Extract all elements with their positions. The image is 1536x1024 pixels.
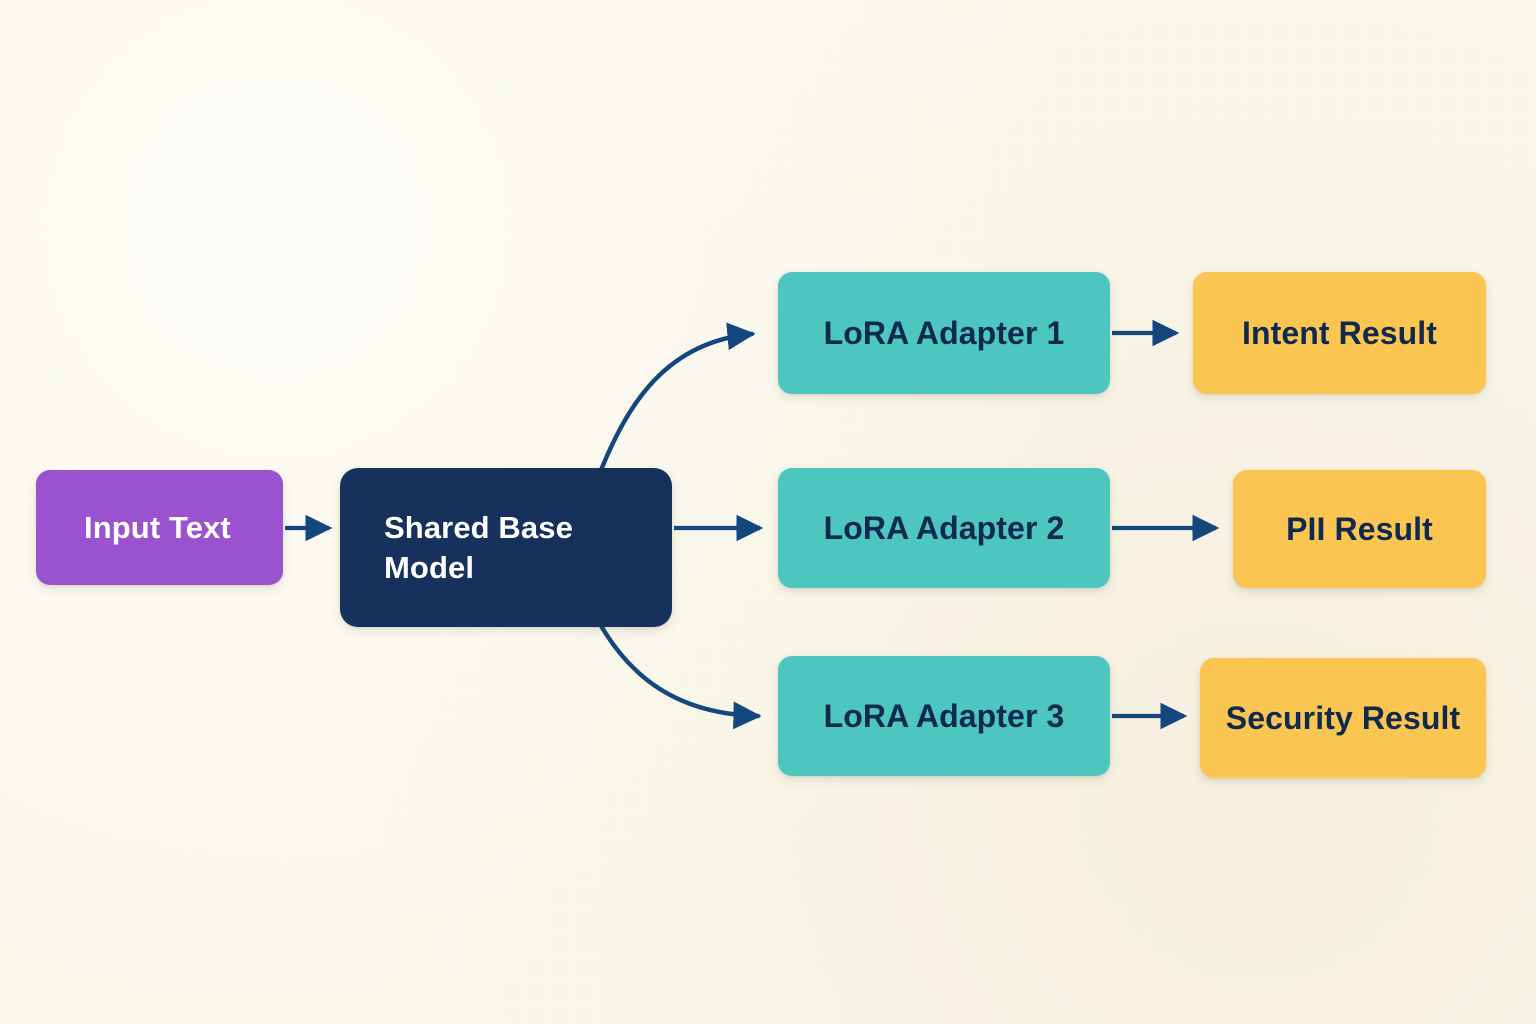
node-security-result-label: Security Result bbox=[1225, 699, 1461, 736]
node-input-text[interactable]: Input Text bbox=[36, 470, 283, 585]
node-security-result[interactable]: Security Result bbox=[1200, 658, 1486, 778]
node-intent-result-label: Intent Result bbox=[1241, 314, 1438, 351]
node-pii-result-label: PII Result bbox=[1286, 510, 1433, 547]
node-shared-base-model[interactable]: Shared Base Model bbox=[340, 468, 672, 627]
node-intent-result[interactable]: Intent Result bbox=[1193, 272, 1486, 394]
node-lora-adapter-3[interactable]: LoRA Adapter 3 bbox=[778, 656, 1110, 776]
node-lora-adapter-1[interactable]: LoRA Adapter 1 bbox=[778, 272, 1110, 394]
node-lora-adapter-2[interactable]: LoRA Adapter 2 bbox=[778, 468, 1110, 588]
node-pii-result[interactable]: PII Result bbox=[1233, 470, 1486, 588]
node-input-text-label: Input Text bbox=[84, 509, 231, 545]
node-shared-base-model-label: Shared Base Model bbox=[384, 509, 573, 585]
node-lora-adapter-1-label: LoRA Adapter 1 bbox=[823, 314, 1065, 351]
edge-base-to-adapter1 bbox=[598, 322, 756, 473]
node-lora-adapter-2-label: LoRA Adapter 2 bbox=[823, 509, 1065, 546]
edge-base-to-adapter3 bbox=[597, 621, 762, 730]
node-lora-adapter-3-label: LoRA Adapter 3 bbox=[823, 697, 1065, 734]
